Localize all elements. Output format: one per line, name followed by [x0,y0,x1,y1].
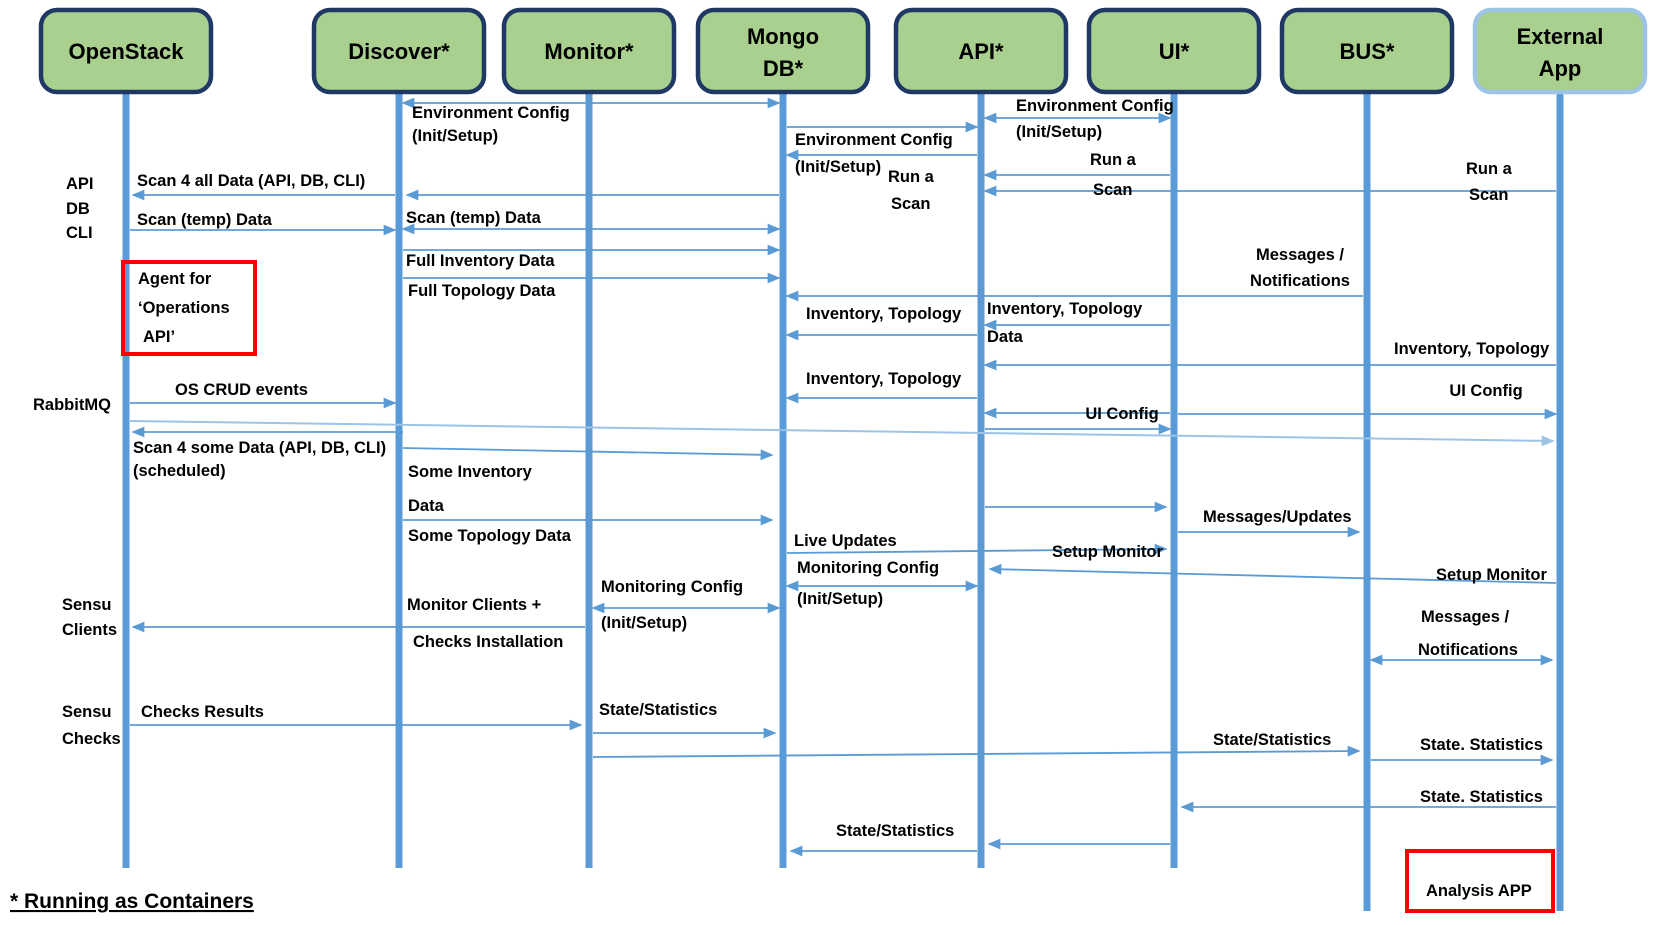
label-state-dot-statistics-2: State. Statistics [1420,788,1543,806]
actor-box-monitor [501,7,677,95]
label-env-config-1: Environment Config [412,104,570,122]
label-inventory-topology-data: Data [987,328,1024,346]
actor-label-external-line1: External [1517,24,1604,49]
label-agent-line3: API’ [143,328,175,346]
label-scan4all: Scan 4 all Data (API, DB, CLI) [137,172,365,190]
annotation-box-analysis-app [1405,849,1555,913]
label-scan-temp-2: Scan (temp) Data [406,209,542,227]
label-inventory-topology-3: Inventory, Topology [806,370,962,388]
label-full-inventory: Full Inventory Data [406,252,555,270]
label-some-inventory: Some Inventory [408,463,533,481]
actor-label-openstack: OpenStack [69,39,185,64]
footnote-running-as-containers: * Running as Containers [10,890,254,913]
label-monitoring-config-1: Monitoring Config [797,559,939,577]
actor-label-bus: BUS* [1339,39,1394,64]
label-setup-monitor-2: Setup Monitor [1436,566,1547,584]
label-messages-2: Messages / [1421,608,1509,626]
actor-label-ui: UI* [1159,39,1190,64]
label-agent-line1: Agent for [138,270,212,288]
label-monitoring-config-2: Monitoring Config [601,578,743,596]
label-side-cli: CLI [66,224,93,242]
label-full-topology: Full Topology Data [408,282,556,300]
arrow-setup-monitor-external-to-api [988,563,1557,584]
label-notifications-1: Notifications [1250,272,1350,290]
label-monitor-clients: Monitor Clients + [407,596,541,614]
label-checks-results: Checks Results [141,703,264,721]
label-state-statistics-2: State/Statistics [1213,731,1331,749]
label-inventory-topology-4: Inventory, Topology [1394,340,1550,358]
label-side-checks: Checks [62,730,121,748]
actor-label-mongodb-line1: Mongo [747,24,819,49]
label-init-setup-2: (Init/Setup) [1016,123,1102,141]
actor-label-mongodb-line2: DB* [763,56,804,81]
label-live-updates: Live Updates [794,532,897,550]
actor-box-api [893,7,1069,95]
label-inventory-topology-2: Inventory, Topology [987,300,1143,318]
label-side-sensu-2: Sensu [62,703,112,721]
label-scan-3: Scan [1469,186,1508,204]
actor-box-openstack [38,7,214,95]
actor-box-discover [311,7,487,95]
label-init-setup-3: (Init/Setup) [795,158,881,176]
label-monitoring-config-init-1: (Init/Setup) [797,590,883,608]
label-state-statistics-3: State/Statistics [836,822,954,840]
label-state-dot-statistics-1: State. Statistics [1420,736,1543,754]
label-monitoring-config-init-2: (Init/Setup) [601,614,687,632]
actor-box-external [1472,7,1648,95]
label-scan-2: Scan [891,195,930,213]
label-side-api: API [66,175,94,193]
arrow-some-inventory-discover-to-mongodb [402,447,774,461]
label-os-crud-events: OS CRUD events [175,381,308,399]
label-scan4some: Scan 4 some Data (API, DB, CLI) [133,439,386,457]
label-run-a-2: Run a [888,168,935,186]
label-analysis-app: Analysis APP [1426,882,1532,900]
actor-label-external-line2: App [1539,56,1582,81]
label-env-config-2: Environment Config [1016,97,1174,115]
actor-label-monitor: Monitor* [544,39,634,64]
label-scan-1: Scan [1093,181,1132,199]
label-ui-config-1: UI Config [1085,405,1158,423]
label-some-inventory-data: Data [408,497,445,515]
arrow-rabbitmq-bus-openstack-to-external [129,420,1555,447]
label-scheduled: (scheduled) [133,462,226,480]
label-run-a-3: Run a [1466,160,1513,178]
label-side-clients: Clients [62,621,117,639]
label-setup-monitor-1: Setup Monitor [1052,543,1163,561]
label-state-statistics-1: State/Statistics [599,701,717,719]
label-side-db: DB [66,200,90,218]
actor-box-ui [1086,7,1262,95]
label-env-config-3: Environment Config [795,131,953,149]
label-checks-installation: Checks Installation [413,633,563,651]
actor-label-discover: Discover* [348,39,450,64]
label-side-sensu-1: Sensu [62,596,112,614]
label-run-a-1: Run a [1090,151,1137,169]
label-scan-temp-1: Scan (temp) Data [137,211,273,229]
label-init-setup-1: (Init/Setup) [412,127,498,145]
annotation-box-agent [121,260,257,356]
actor-box-bus [1279,7,1455,95]
label-messages-updates: Messages/Updates [1203,508,1352,526]
actor-box-mongodb [695,7,871,95]
label-notifications-2: Notifications [1418,641,1518,659]
arrow-live-updates-mongodb-to-ui [786,543,1168,555]
actor-label-api: API* [958,39,1004,64]
label-messages-1: Messages / [1256,246,1344,264]
label-side-rabbitmq: RabbitMQ [33,396,111,414]
label-agent-line2: ‘Operations [138,299,230,317]
label-some-topology: Some Topology Data [408,527,572,545]
label-ui-config-2: UI Config [1449,382,1522,400]
arrow-state-statistics-monitor-to-bus [592,745,1361,758]
label-inventory-topology-1: Inventory, Topology [806,305,962,323]
